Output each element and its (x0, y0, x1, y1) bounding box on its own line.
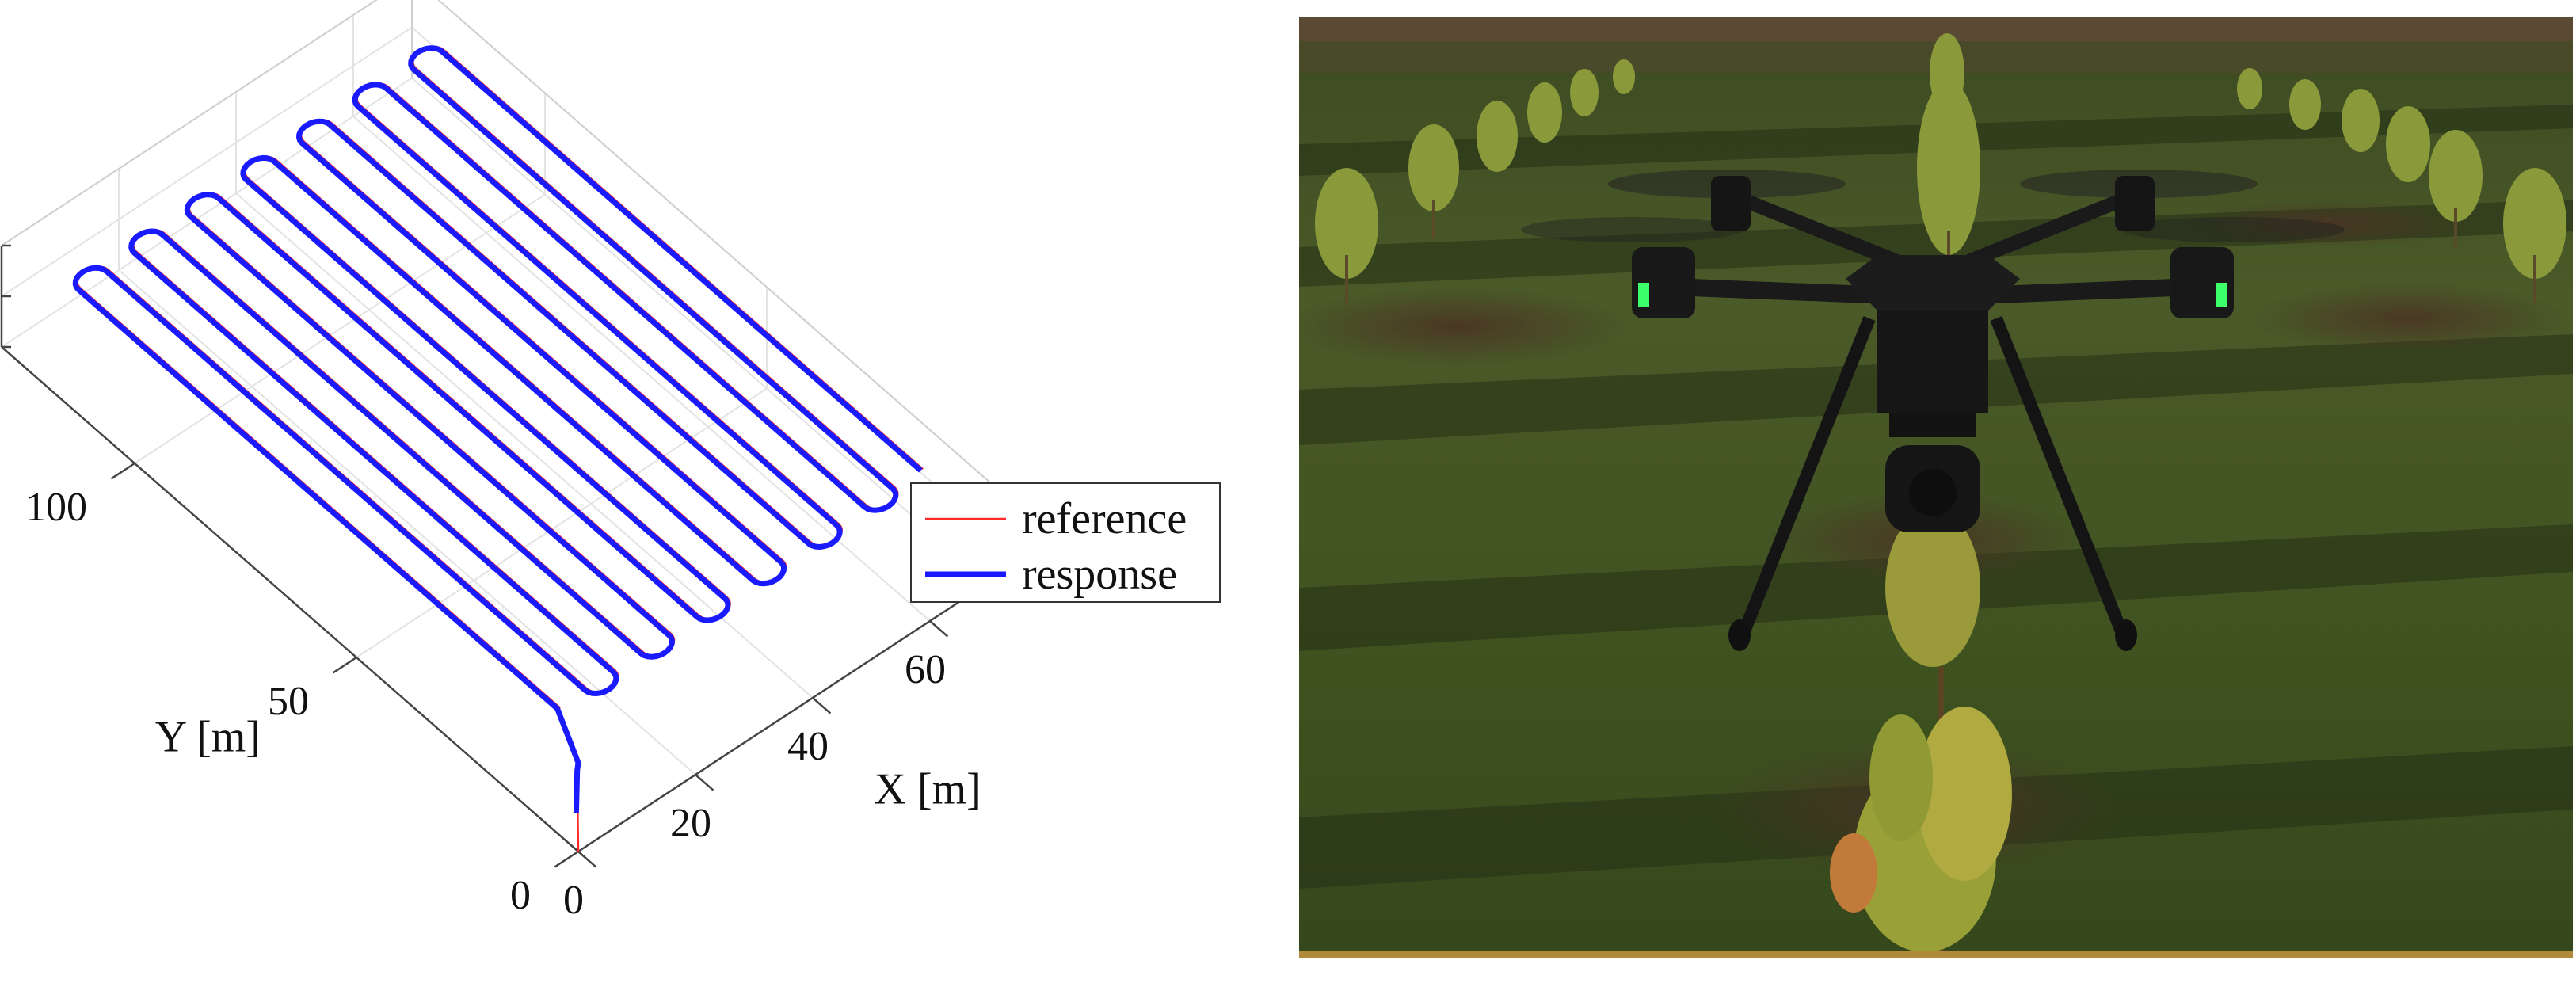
wall-grid-z (1, 26, 413, 297)
wall-grid-z (1, 0, 378, 246)
wall-grid-z (1, 77, 413, 348)
y-axis-line (1, 346, 579, 852)
y-tick-label: 50 (268, 679, 309, 724)
floor-grid-x (352, 116, 931, 622)
floor-grid-y (356, 387, 768, 658)
x-tick (929, 620, 949, 638)
wall-grid-z2 (411, 77, 989, 584)
drone-photo (1283, 17, 2573, 958)
legend-box (910, 482, 1221, 603)
floor-grid-x (235, 192, 814, 699)
legend-reference-label: reference (1022, 494, 1187, 543)
response-series-line (72, 45, 923, 813)
x-tick (577, 851, 597, 868)
floor-grid-x (118, 269, 696, 775)
x-axis-label: X [m] (875, 765, 981, 814)
x-tick-label: 20 (670, 801, 711, 846)
x-axis-line (577, 581, 989, 853)
y-axis-label: Y [m] (155, 712, 261, 761)
drone-over-orchard-photo-icon (1283, 17, 2573, 958)
y-tick (554, 850, 579, 868)
trajectory-plot-panel: 0204060050100024X [m]Y [m]Z [m]reference… (0, 0, 1252, 983)
y-tick (110, 462, 135, 480)
box-edge (437, 0, 989, 482)
x-tick-label: 0 (563, 878, 584, 923)
y-tick-label: 100 (25, 485, 87, 530)
x-tick (812, 697, 832, 714)
x-tick-label: 60 (905, 647, 946, 692)
legend-response-label: response (1022, 550, 1177, 599)
box-edge (1, 0, 378, 246)
trajectory-3d-plot: 0204060050100024X [m]Y [m]Z [m]reference… (0, 0, 1221, 923)
y-tick-label: 0 (510, 873, 531, 918)
floor-grid-y (134, 193, 546, 464)
x-tick (695, 774, 714, 791)
y-tick (332, 656, 357, 674)
x-tick-label: 40 (787, 724, 829, 769)
